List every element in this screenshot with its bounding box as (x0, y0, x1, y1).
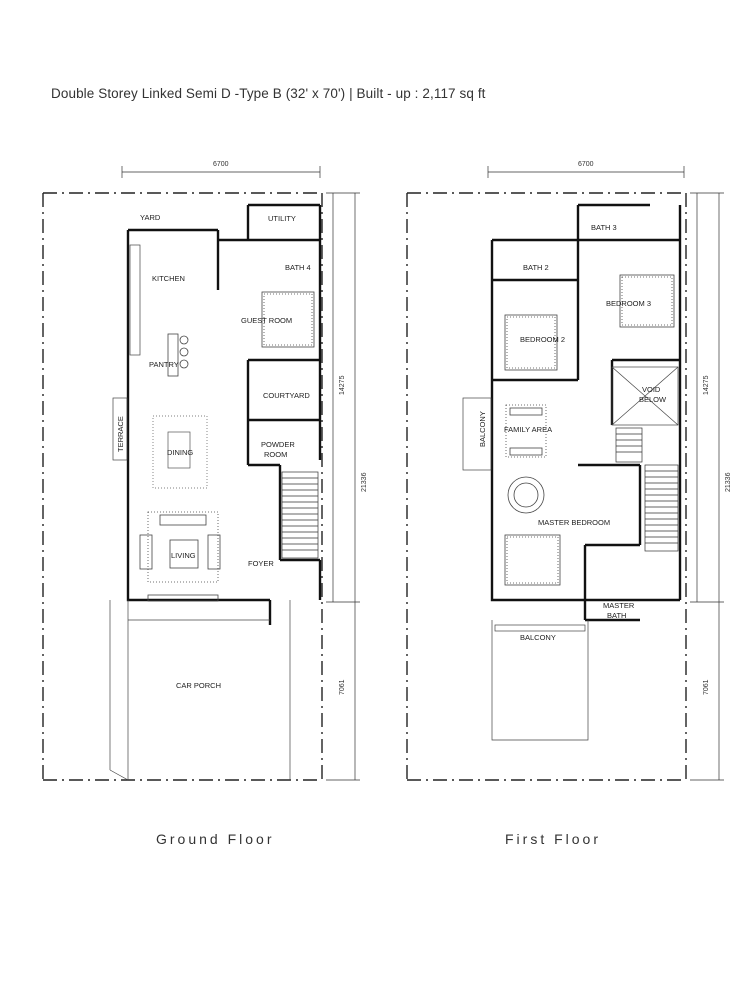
ground-floor-caption: Ground Floor (156, 831, 275, 847)
gf-label-utility: UTILITY (268, 214, 296, 223)
ff-bedroom-beds (504, 274, 675, 586)
gf-label-bath4: BATH 4 (285, 263, 311, 272)
ff-label-balcony-side: BALCONY (478, 411, 487, 447)
gf-dining-rug (152, 415, 208, 489)
page-title: Double Storey Linked Semi D -Type B (32'… (51, 86, 486, 101)
gf-living-set (139, 511, 221, 602)
ff-thin-lines (462, 366, 679, 741)
ff-width-dimension (487, 166, 685, 178)
ground-floor-plan: 6700 14275 21336 7061 (42, 161, 368, 781)
ff-label-bedroom3: BEDROOM 3 (606, 299, 651, 308)
ff-depth-total-label: 21336 (725, 472, 732, 492)
gf-stairs (281, 471, 319, 559)
gf-guest-bed (261, 291, 315, 348)
ff-label-bath3: BATH 3 (591, 223, 617, 232)
gf-depth-total-label: 21336 (361, 472, 368, 492)
gf-label-dining: DINING (167, 448, 193, 457)
ff-depth-dimensions (690, 192, 724, 781)
ff-label-master-bedroom: MASTER BEDROOM (538, 518, 610, 527)
gf-depth-rear-label: 7061 (339, 679, 346, 695)
gf-label-courtyard: COURTYARD (263, 391, 310, 400)
ff-label-balcony-front: BALCONY (520, 633, 556, 642)
gf-label-terrace: TERRACE (116, 416, 125, 452)
gf-label-powder-1: POWDER (261, 440, 295, 449)
gf-label-foyer: FOYER (248, 559, 274, 568)
gf-label-yard: YARD (140, 213, 161, 222)
ff-walls (490, 203, 682, 622)
gf-label-pantry: PANTRY (149, 360, 179, 369)
first-floor-caption: First Floor (505, 831, 601, 847)
first-floor-plan: 6700 14275 21336 7061 (406, 161, 732, 781)
ff-label-bath2: BATH 2 (523, 263, 549, 272)
ff-label-void-2: BELOW (639, 395, 667, 404)
ff-width-label: 6700 (578, 161, 594, 168)
gf-label-guest-room: GUEST ROOM (241, 316, 292, 325)
ff-label-master-bath-1: MASTER (603, 601, 635, 610)
gf-pantry-island (167, 333, 189, 377)
ff-label-family-area: FAMILY AREA (504, 425, 552, 434)
ff-stairs (615, 427, 679, 552)
ff-depth-rear-label: 7061 (703, 679, 710, 695)
gf-width-dimension (121, 166, 321, 178)
gf-label-car-porch: CAR PORCH (176, 681, 221, 690)
ff-label-bedroom2: BEDROOM 2 (520, 335, 565, 344)
gf-label-kitchen: KITCHEN (152, 274, 185, 283)
gf-depth-dimensions (326, 192, 360, 781)
ff-label-master-bath-2: BATH (607, 611, 626, 620)
gf-width-label: 6700 (213, 161, 229, 168)
gf-site-boundary (42, 192, 323, 781)
ff-site-boundary (406, 192, 687, 781)
ff-label-void-1: VOID (642, 385, 661, 394)
gf-label-powder-2: ROOM (264, 450, 287, 459)
ff-family-area-set (505, 404, 547, 458)
gf-thin-lines (109, 244, 291, 781)
ff-depth-front-label: 14275 (703, 375, 710, 395)
gf-label-living: LIVING (171, 551, 196, 560)
gf-depth-front-label: 14275 (339, 375, 346, 395)
